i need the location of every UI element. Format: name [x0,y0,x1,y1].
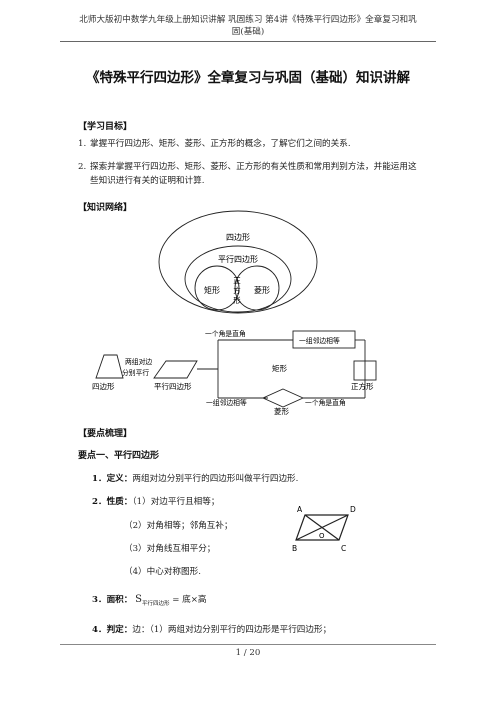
flow-label-angle-right-top: 一个角是直角 [205,329,246,338]
goal-item-1-text: 掌握平行四边形、矩形、菱形、正方形的概念，了解它们之间的关系. [90,139,351,149]
flow-label-angle-right-bottom: 一个角是直角 [305,398,346,407]
key-point-1-title: 要点一、平行四边形 [78,451,160,461]
page-number: 1 / 20 [235,648,261,658]
goal-item-1: 1.掌握平行四边形、矩形、菱形、正方形的概念，了解它们之间的关系. [78,138,438,152]
venn-label-square-2: 方 [233,285,241,295]
venn-rhombus-circle [234,265,280,311]
page-header: 北师大版初中数学九年级上册知识讲解 巩固练习 第4讲《特殊平行四边形》全章复习和… [60,14,436,38]
flow-label-adj-equal-bottom: 一组邻边相等 [206,398,247,407]
flow-label-parallelogram: 平行四边形 [154,381,192,391]
area-subscript: 平行四边形 [141,601,170,607]
vertex-d-label: D [350,505,356,514]
area-s: S [135,594,142,605]
property-2: （2）对角相等；邻角互补； [124,521,233,531]
property-label: 2．性质： [92,497,133,507]
venn-rectangle-circle [194,265,240,311]
center-o-label: O [319,532,325,540]
header-line-2: 固(基础) [231,27,265,37]
venn-label-square-3: 形 [233,296,241,305]
network-heading: 【知识网络】 [78,203,133,213]
area-line: 3．面积： S平行四边形 = 底×高 [92,593,207,607]
flow-label-cond-parallel-1: 两组对边 [125,357,152,366]
definition-label: 1．定义： [92,474,133,484]
judgement-text: 边：（1）两组对边分别平行的四边形是平行四边形； [132,625,332,635]
goal-item-2-num: 2. [78,162,87,172]
flow-label-quadrilateral: 四边形 [92,382,115,391]
venn-label-rectangle: 矩形 [204,285,220,295]
flow-label-square: 正方形 [351,381,374,391]
property-1: （1）对边平行且相等； [132,497,220,507]
area-formula: = 底×高 [172,595,207,605]
property-3: （3）对角线互相平分； [124,544,216,554]
vertex-a-label: A [297,505,303,514]
venn-label-parallelogram: 平行四边形 [218,254,258,264]
venn-quadrilateral-ellipse [158,210,318,314]
goal-item-1-num: 1. [78,139,87,149]
goals-heading: 【学习目标】 [78,122,133,132]
flow-parallelogram-shape [153,360,198,379]
goal-item-2: 2.探索并掌握平行四边形、矩形、菱形、正方形的有关性质和常用判别方法，并能运用这… [78,161,438,188]
vertex-b-label: B [292,544,297,553]
footer-divider [60,644,436,645]
flow-quadrilateral-shape [95,354,124,379]
flow-square-shape [353,360,377,381]
area-label: 3．面积： [92,595,133,605]
venn-label-rhombus: 菱形 [254,285,270,295]
flow-rectangle-shape [292,330,356,349]
document-title: 《特殊平行四边形》全章复习与巩固（基础）知识讲解 [86,70,410,86]
venn-label-square-1: 正 [233,276,241,285]
flow-label-adj-equal-top: 一组邻边相等 [299,336,340,345]
header-divider [60,41,436,42]
diagonal-bd [295,514,349,541]
venn-label-quadrilateral: 四边形 [226,232,250,242]
judgement-label: 4．判定： [92,625,133,635]
property-line-1: 2．性质：（1）对边平行且相等； [92,495,219,507]
header-line-1: 北师大版初中数学九年级上册知识讲解 巩固练习 第4讲《特殊平行四边形》全章复习和… [79,15,417,25]
definition-text: 两组对边分别平行的四边形叫做平行四边形. [132,474,299,484]
definition-line: 1．定义：两组对边分别平行的四边形叫做平行四边形. [92,472,298,484]
goal-item-2-cont: 些知识进行有关的证明和计算. [90,175,205,186]
judgement-line: 4．判定：边：（1）两组对边分别平行的四边形是平行四边形； [92,623,331,635]
key-points-heading: 【要点梳理】 [78,429,133,439]
flow-label-rhombus: 菱形 [274,406,289,416]
goal-item-2-text: 探索并掌握平行四边形、矩形、菱形、正方形的有关性质和常用判别方法，并能运用这 [90,162,417,172]
property-4: （4）中心对称图形. [124,567,201,577]
flow-label-cond-parallel-2: 分别平行 [122,368,149,377]
vertex-c-label: C [341,544,346,553]
flow-label-rectangle: 矩形 [272,363,287,373]
flow-rhombus-shape [261,388,305,408]
venn-parallelogram-ellipse [184,245,292,313]
